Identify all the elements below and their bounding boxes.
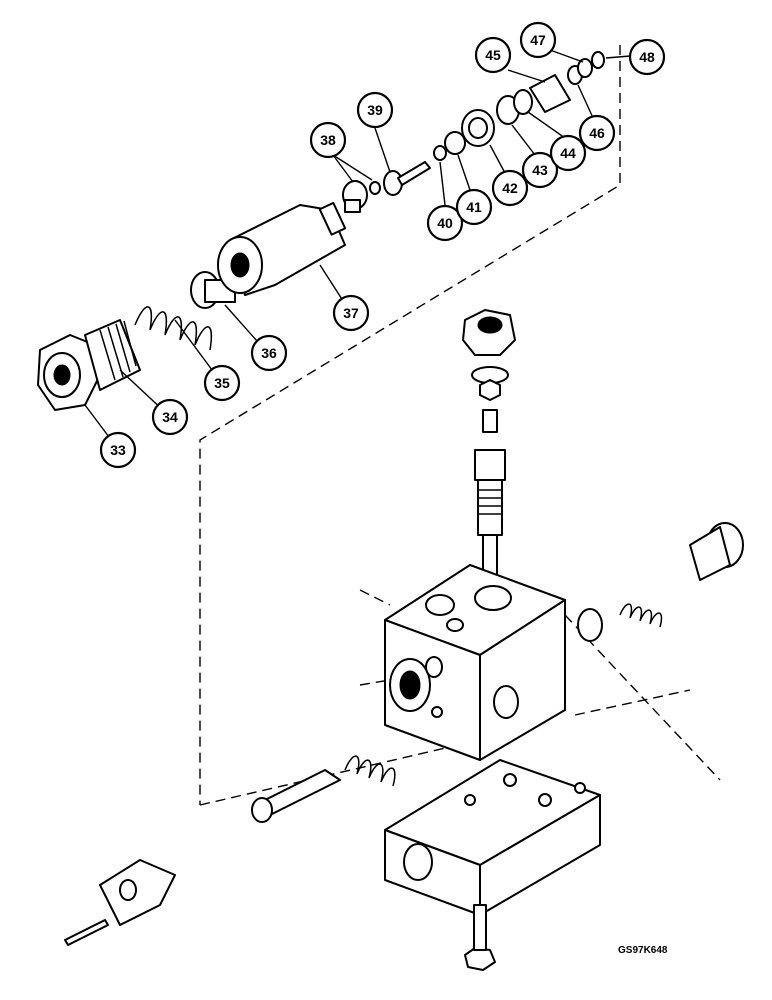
callout-40-label: 40 [437,215,453,231]
ring-40 [433,145,447,161]
poppet-38 [342,180,381,213]
callout-41: 41 [455,188,493,226]
callout-45: 45 [474,36,512,74]
ring-47 [577,58,593,78]
callout-39-label: 39 [367,102,383,118]
seal-ring-39 [383,161,431,196]
figure-code: GS97K648 [618,945,668,956]
callout-41-label: 41 [466,199,482,215]
callout-38: 38 [309,121,347,159]
screw [64,919,109,946]
callout-33-label: 33 [110,442,126,458]
callout-40: 40 [426,204,464,242]
callout-47-label: 47 [530,32,546,48]
right-spring [619,603,663,628]
callout-38-label: 38 [320,132,336,148]
callout-43: 43 [521,151,559,189]
bushing-41 [444,131,466,155]
hex-nut-33 [37,334,101,411]
spool [251,769,341,823]
flange-fitting [99,859,176,926]
ring-48 [591,51,605,69]
callout-48-label: 48 [639,49,655,65]
callout-42-label: 42 [502,180,518,196]
right-piston [577,608,603,642]
callout-37: 37 [332,294,370,332]
cartridge-45 [529,74,571,113]
callout-46: 46 [578,114,616,152]
set-screw [482,409,498,433]
callout-36: 36 [250,334,288,372]
backup-ring-44 [513,89,533,115]
callout-46-label: 46 [589,125,605,141]
callout-36-label: 36 [261,345,277,361]
right-plug [689,522,744,581]
callout-45-label: 45 [485,47,501,63]
spring-seat-36 [190,271,236,309]
top-cap-nut [462,309,516,356]
pilot-cartridge [474,449,506,576]
main-valve-block [384,564,566,761]
callout-43-label: 43 [532,162,548,178]
callout-37-label: 37 [343,305,359,321]
callout-35-label: 35 [214,375,230,391]
callout-44: 44 [549,134,587,172]
spring-35 [134,306,213,351]
callout-48: 48 [628,38,666,76]
callout-35: 35 [203,364,241,402]
callout-47: 47 [519,21,557,59]
small-nut [479,379,501,401]
spool-spring [344,755,396,787]
callout-34-label: 34 [162,409,178,425]
callout-39: 39 [356,91,394,129]
bottom-bolt [464,904,496,971]
callout-42: 42 [491,169,529,207]
callout-44-label: 44 [560,145,576,161]
threaded-adjuster-34 [84,319,141,391]
callout-34: 34 [151,398,189,436]
callout-33: 33 [99,431,137,469]
threaded-sleeve-42 [461,109,495,147]
valve-body-37 [217,201,347,296]
lower-manifold-block [384,759,601,916]
